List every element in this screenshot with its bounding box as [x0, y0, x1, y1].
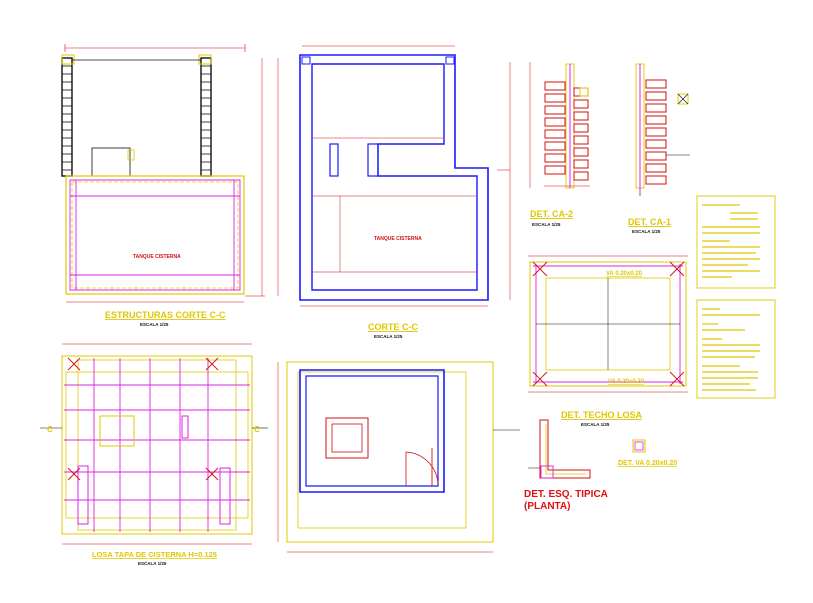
beam-label-bottom: VA 0.20x0.20 [608, 379, 645, 385]
view-cover-slab: C C LOSA TAPA DE CISTERNA H=0.125 ESCALA… [40, 343, 268, 566]
view-detail-roof-slab: VA 0.20x0.20 VA 0.20x0.20 DET. TECHO LOS… [528, 255, 688, 427]
scale-detail-ca1: ESCALA 1/25 [632, 229, 661, 234]
title-detail-ca2: DET. CA-2 [530, 209, 573, 219]
tank-label-section: TANQUE CISTERNA [374, 236, 422, 242]
rebar-section-cc [69, 179, 241, 291]
title-detail-ca1: DET. CA-1 [628, 217, 671, 227]
scale-section-cc: ESCALA 1/25 [374, 334, 403, 339]
view-section-cc: TANQUE CISTERNA CORTE C-C ESCALA 1/25 [299, 45, 511, 339]
scale-detail-roof-slab: ESCALA 1/25 [581, 422, 610, 427]
notes-box-materials [696, 299, 776, 399]
scale-detail-ca2: ESCALA 1/25 [532, 222, 561, 227]
title-beam-detail: DET. VA 0.20x0.20 [618, 460, 677, 467]
title-section-cc: CORTE C-C [368, 322, 418, 332]
tank-wall-outline [299, 54, 489, 301]
title-typical-corner: DET. ESQ. TIPICA [524, 489, 608, 500]
view-beam-detail: DET. VA 0.20x0.20 [618, 439, 677, 467]
beam-label-top: VA 0.20x0.20 [606, 271, 643, 277]
view-structure-section-cc: TANQUE CISTERNA ESTRUCTURAS CORTE C-C ES… [61, 44, 279, 327]
cut-marker-right: C [254, 425, 260, 434]
view-detail-ca1: DET. CA-1 ESCALA 1/25 [628, 63, 690, 234]
tank-label-structure: TANQUE CISTERNA [133, 254, 181, 260]
view-plan [277, 361, 520, 553]
subtitle-typical-corner: (PLANTA) [524, 501, 570, 512]
cut-marker-left: C [47, 425, 53, 434]
view-typical-corner: DET. ESQ. TIPICA (PLANTA) [524, 419, 608, 512]
title-cover-slab: LOSA TAPA DE CISTERNA H=0.125 [92, 550, 217, 559]
title-structure-section-cc: ESTRUCTURAS CORTE C-C [105, 310, 226, 320]
scale-cover-slab: ESCALA 1/25 [138, 561, 167, 566]
view-detail-ca2: DET. CA-2 ESCALA 1/25 [529, 62, 590, 227]
brick-courses-ca1 [645, 79, 667, 185]
scale-structure-section-cc: ESCALA 1/25 [140, 322, 169, 327]
notes-box-specs [696, 195, 776, 289]
title-detail-roof-slab: DET. TECHO LOSA [561, 410, 643, 420]
rebar-cover-slab [64, 358, 250, 532]
